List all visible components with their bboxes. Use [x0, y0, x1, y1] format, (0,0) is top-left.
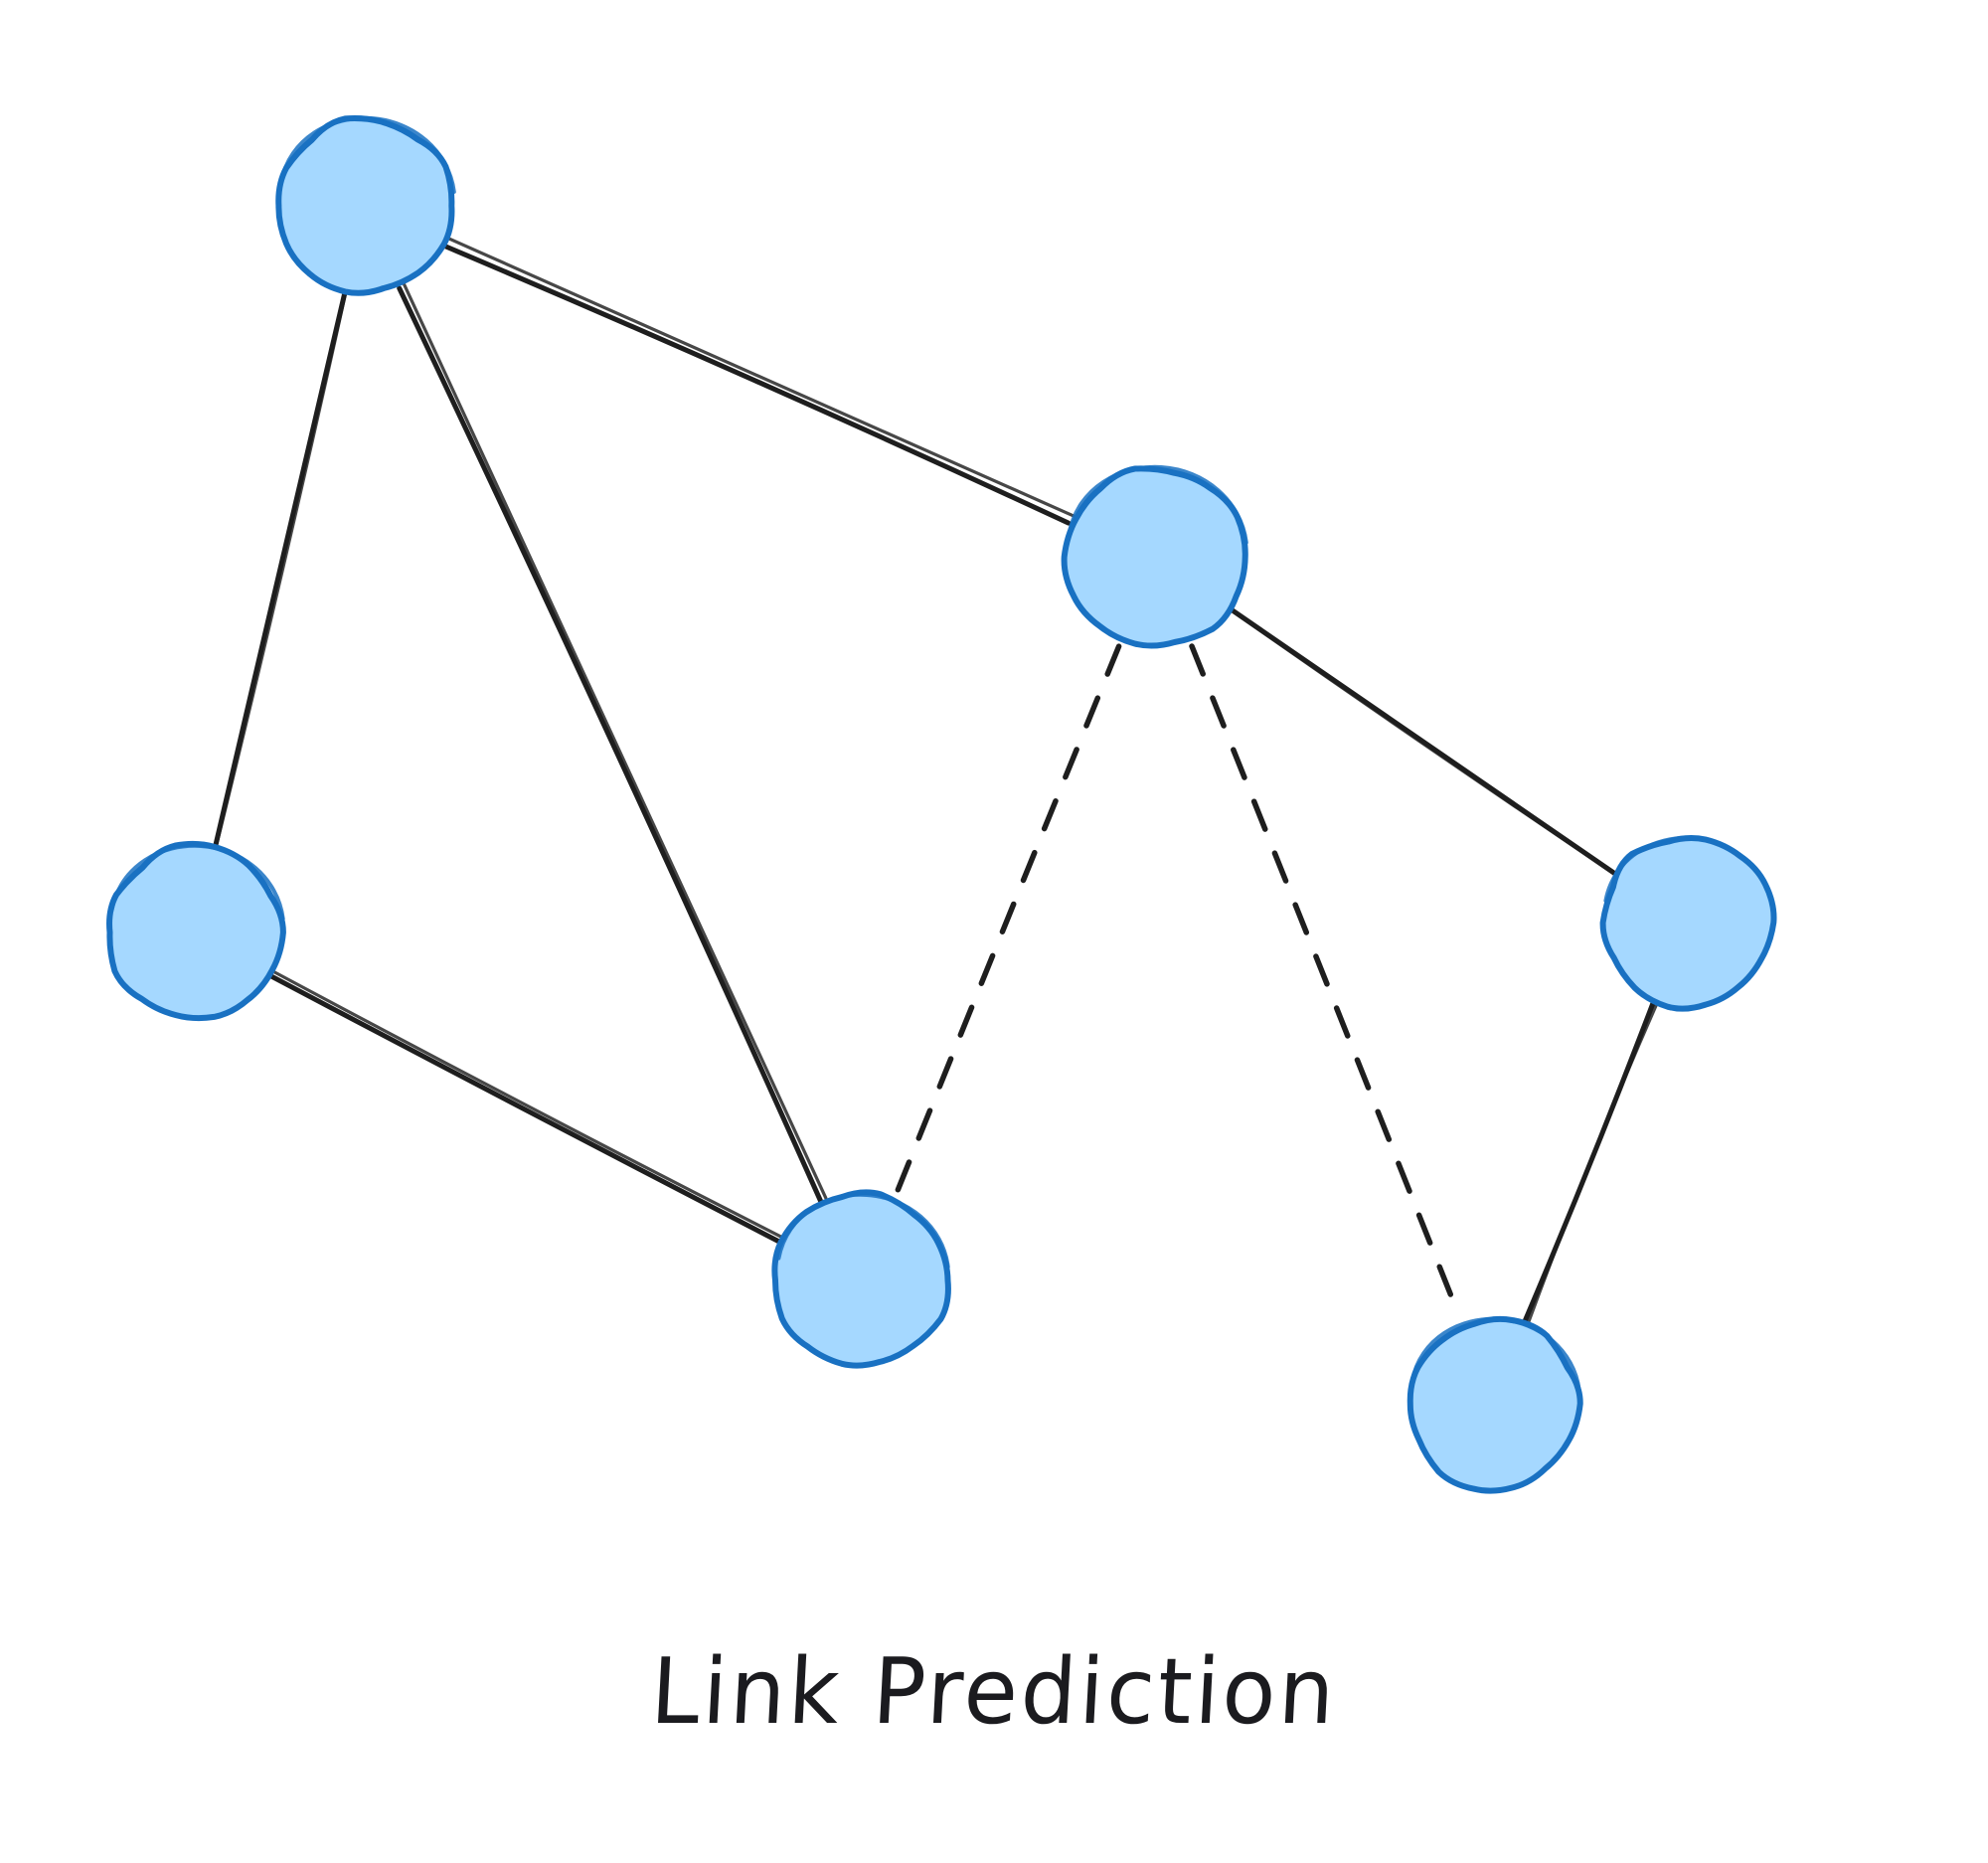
graph-node-n1[interactable] — [275, 115, 456, 296]
edge-n1-n3[interactable] — [213, 288, 348, 849]
edge-n3-n5[interactable] — [268, 968, 784, 1246]
node-layer — [106, 115, 1777, 1494]
predicted-edge-n2-n6[interactable] — [1189, 643, 1462, 1320]
graph-node-n3[interactable] — [106, 840, 286, 1022]
graph-node-n2[interactable] — [1061, 464, 1248, 649]
graph-node-n4[interactable] — [1599, 835, 1777, 1012]
edge-n2-n4[interactable] — [1225, 605, 1621, 879]
graph-node-n5[interactable] — [771, 1189, 951, 1369]
edge-n1-n2[interactable] — [440, 237, 1077, 526]
edge-n1-n5[interactable] — [397, 282, 828, 1205]
edge-n4-n6[interactable] — [1522, 998, 1659, 1326]
edge-layer — [213, 237, 1659, 1326]
graph-node-n6[interactable] — [1407, 1315, 1583, 1494]
predicted-edge-n2-n5[interactable] — [894, 643, 1122, 1197]
